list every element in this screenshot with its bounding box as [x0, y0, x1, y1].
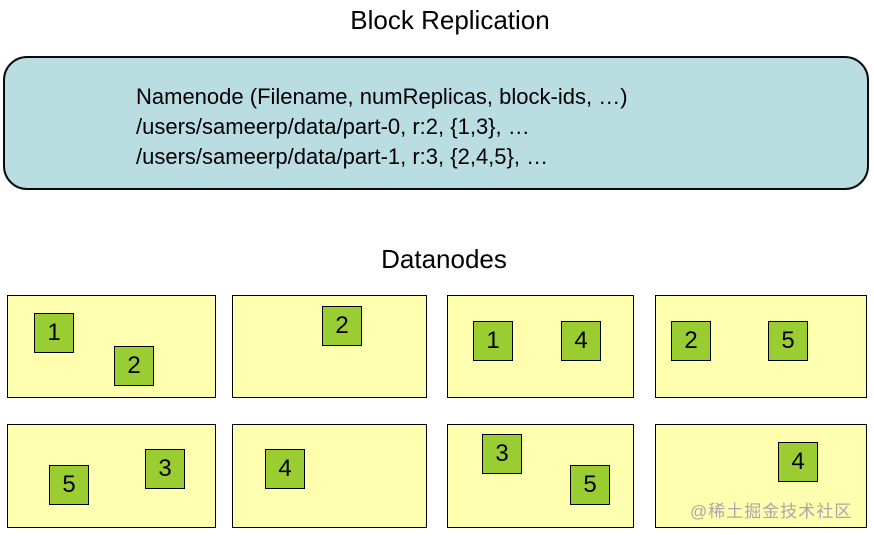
namenode-text: Namenode (Filename, numReplicas, block-i…	[5, 58, 867, 172]
replica-block-5: 5	[49, 465, 89, 505]
replica-block-3: 3	[482, 434, 522, 474]
replica-block-1: 1	[34, 313, 74, 353]
replica-block-5: 5	[570, 465, 610, 505]
replica-block-2: 2	[114, 346, 154, 386]
datanode-box-2: 2	[232, 295, 427, 398]
replica-block-2: 2	[322, 306, 362, 346]
replica-block-3: 3	[145, 449, 185, 489]
replica-block-5: 5	[768, 321, 808, 361]
datanodes-label: Datanodes	[381, 244, 507, 274]
namenode-file-entry-part1: /users/sameerp/data/part-1, r:3, {2,4,5}…	[136, 144, 549, 169]
replica-block-4: 4	[265, 449, 305, 489]
namenode-file-entry-part0: /users/sameerp/data/part-0, r:2, {1,3}, …	[136, 114, 530, 139]
replica-block-1: 1	[473, 321, 513, 361]
replica-block-4: 4	[778, 442, 818, 482]
namenode-header-line: Namenode (Filename, numReplicas, block-i…	[136, 84, 628, 109]
watermark: @稀土掘金技术社区	[690, 502, 853, 521]
namenode-box: Namenode (Filename, numReplicas, block-i…	[3, 56, 869, 190]
datanode-box-6: 4	[232, 424, 427, 528]
replica-block-4: 4	[561, 321, 601, 361]
diagram-title: Block Replication	[350, 5, 550, 35]
datanode-box-8: 4	[655, 424, 867, 528]
replica-block-2: 2	[671, 321, 711, 361]
